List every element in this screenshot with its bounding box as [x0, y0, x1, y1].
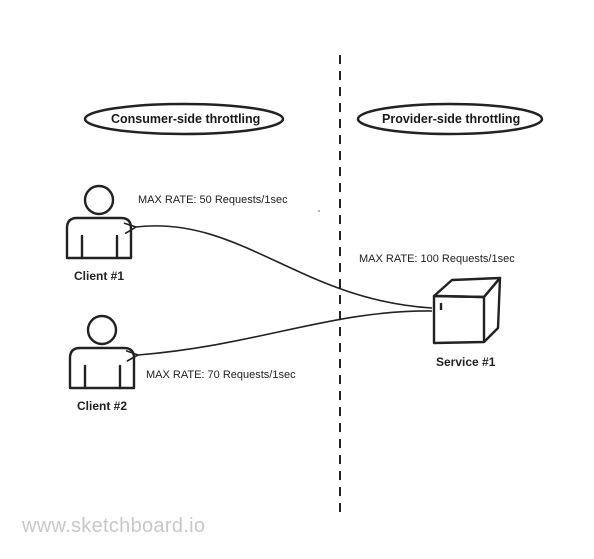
connection-client1-service [123, 222, 433, 309]
service-rate-label: MAX RATE: 100 Requests/1sec [359, 253, 515, 265]
provider-zone-ellipse [356, 102, 544, 136]
connection-client2-service [125, 310, 433, 362]
client1-label: Client #1 [74, 269, 125, 283]
client2-rate-label: MAX RATE: 70 Requests/1sec [146, 369, 296, 381]
watermark: www.sketchboard.io [22, 515, 206, 537]
client1-person-icon [65, 184, 133, 260]
client2-person-icon [68, 314, 136, 390]
client1-rate-label: MAX RATE: 50 Requests/1sec [138, 194, 288, 206]
service-label: Service #1 [436, 355, 496, 369]
service-server-icon [432, 276, 502, 345]
client2-label: Client #2 [77, 399, 128, 413]
consumer-zone-label: Consumer-side throttling [111, 112, 261, 126]
provider-zone-label: Provider-side throttling [382, 112, 521, 126]
stray-dot [318, 210, 320, 212]
consumer-zone-ellipse [83, 102, 285, 136]
